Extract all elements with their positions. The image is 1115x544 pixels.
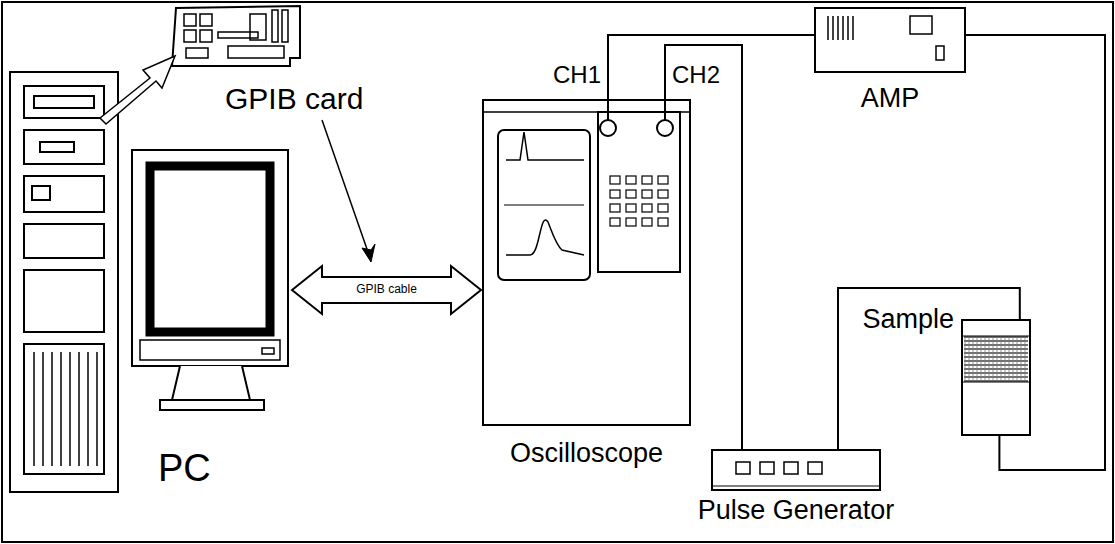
gpib-cable-arrow xyxy=(292,266,481,314)
pulse-generator-node: Pulse Generator xyxy=(712,450,880,490)
pc-node: PC xyxy=(8,70,290,495)
sample-node: Sample xyxy=(962,320,1030,435)
pc-monitor xyxy=(132,150,288,366)
edge-label: GPIB cable xyxy=(354,283,419,296)
pc-tower xyxy=(10,72,118,492)
pulse-generator-body xyxy=(712,450,880,490)
node-label: AMP xyxy=(861,84,920,114)
node-label: Pulse Generator xyxy=(698,496,895,526)
node-label: Sample xyxy=(862,305,954,335)
node-label: PC xyxy=(158,448,211,490)
oscilloscope-body xyxy=(483,100,690,425)
leader-line xyxy=(322,120,368,252)
card-label: GPIB card xyxy=(225,82,363,115)
signal-wire xyxy=(965,35,1105,470)
signal-wire xyxy=(838,288,1020,450)
signal-wire xyxy=(665,45,742,450)
amplifier-body xyxy=(815,8,965,72)
sample-body xyxy=(962,320,1030,435)
node-label: Oscilloscope xyxy=(510,439,663,469)
card-arrow xyxy=(100,56,175,124)
gpib-card xyxy=(172,6,300,66)
oscilloscope-node: Oscilloscope xyxy=(483,100,690,425)
channel-label: CH2 xyxy=(672,62,720,88)
channel-label: CH1 xyxy=(553,62,601,88)
amplifier-node: AMP xyxy=(815,8,965,72)
